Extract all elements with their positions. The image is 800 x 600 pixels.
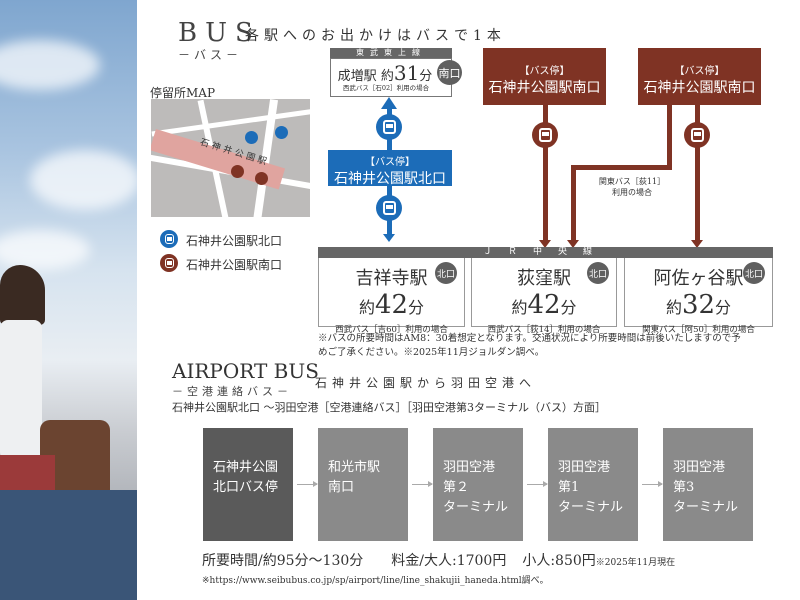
narimasu-station: 成増駅 [337, 69, 377, 84]
jr-station-box: 阿佐ヶ谷駅 約32分 関東バス［阿50］利用の場合 [624, 258, 773, 335]
narimasu-note: 西武バス［石02］利用の場合 [342, 84, 430, 92]
branch-line [667, 105, 672, 169]
duration: 所要時間/約95分～130分 [202, 553, 364, 569]
time-prefix: 約 [665, 298, 682, 317]
bus-subtitle: －バス－ [178, 48, 243, 62]
stop-map: 石神井公園駅 [151, 99, 310, 217]
stop-line: 第1 [558, 480, 580, 495]
airport-title: AIRPORT BUS [172, 359, 319, 383]
bus-title: BUS [178, 18, 261, 48]
stop-label: 【バス停】 [365, 157, 415, 168]
map-title: 停留所MAP [150, 86, 216, 100]
route-note: 西武バス［吉60］利用の場合 [335, 325, 448, 335]
stop-line: 羽田空港 [673, 460, 726, 475]
arrow-right-icon [642, 481, 663, 487]
time-unit: 分 [560, 298, 577, 317]
station-name: 吉祥寺駅 [355, 268, 428, 289]
arrow-right-icon [297, 481, 318, 487]
south-exit-stop-1: 【バス停】 石神井公園駅南口 [483, 48, 606, 105]
narimasu-box: 成増駅 約31分 西武バス［石02］利用の場合 [330, 58, 452, 97]
south-exit-badge: 南口 [437, 60, 462, 85]
arrow-right-icon [527, 481, 548, 487]
bus-icon [376, 114, 402, 140]
stop-line: 和光市駅 [328, 460, 381, 475]
north-exit-badge: 北口 [587, 262, 609, 284]
arrow-right-icon [412, 481, 433, 487]
airport-route: 石神井公園駅北口 ～羽田空港［空港連絡バス］［羽田空港第3ターミナル（バス）方面… [172, 401, 606, 414]
tobu-tojo-line-header: 東武東上線 [330, 48, 452, 58]
bus-icon [532, 122, 558, 148]
north-exit-badge: 北口 [743, 262, 765, 284]
jr-chuo-line-header: ＪＲ中央線 [318, 247, 773, 258]
airport-subtitle: －空港連絡バス－ [172, 385, 292, 398]
north-exit-stop: 【バス停】 石神井公園駅北口 [328, 150, 452, 187]
stop-line: 羽田空港 [443, 460, 496, 475]
stop-label: 【バス停】 [674, 66, 725, 77]
airport-stop: 羽田空港第3 ターミナル [663, 428, 753, 541]
bus-time-note: ※バスの所要時間はAM8：30着想定となります。交通状況により所要時間は前後いた… [318, 332, 741, 360]
south-exit-bus-icon [160, 254, 178, 272]
station-name: 荻窪駅 [517, 268, 571, 289]
branch-note-line2: 利用の場合 [612, 188, 652, 197]
route-note: 関東バス［阿50］利用の場合 [642, 325, 755, 335]
time-prefix: 約 [380, 69, 394, 84]
north-exit-badge: 北口 [435, 262, 457, 284]
stop-name: 石神井公園駅南口 [488, 80, 601, 96]
stop-line: 第3 [673, 480, 695, 495]
airport-stop: 石神井公園北口バス停 [203, 428, 293, 541]
note-line1: ※バスの所要時間はAM8：30着想定となります。交通状況により所要時間は前後いた… [318, 333, 741, 344]
stop-line: 第２ [443, 480, 470, 495]
airport-tagline: 石神井公園駅から羽田空港へ [315, 376, 537, 390]
stop-line: 羽田空港 [558, 460, 611, 475]
bus-tagline: 各駅へのお出かけはバスで1本 [245, 28, 506, 44]
airport-stop: 和光市駅南口 [318, 428, 408, 541]
route-note: 西武バス［荻14］利用の場合 [487, 325, 601, 335]
south-route-line [543, 105, 548, 241]
time-unit: 分 [419, 69, 433, 84]
narimasu-time: 31 [393, 61, 420, 85]
time-prefix: 約 [511, 298, 528, 317]
stop-line: 南口 [328, 480, 355, 495]
jr-station-box: 吉祥寺駅 約42分 西武バス［吉60］利用の場合 [318, 258, 465, 335]
branch-note: 関東バス［荻11］ 利用の場合 [592, 176, 672, 198]
stop-line: ターミナル [558, 500, 624, 515]
travel-time: 32 [681, 290, 716, 320]
airport-fare-line: 所要時間/約95分～130分 料金/大人:1700円小人:850円※2025年11… [202, 550, 675, 570]
stop-line: 北口バス停 [213, 480, 279, 495]
arrow-down-icon [383, 234, 395, 242]
bus-icon [684, 122, 710, 148]
time-prefix: 約 [358, 298, 375, 317]
travel-time: 42 [527, 290, 561, 320]
jr-station-box: 荻窪駅 約42分 西武バス［荻14］利用の場合 [471, 258, 617, 335]
airport-stop: 羽田空港第２ ターミナル [433, 428, 523, 541]
stop-line: ターミナル [443, 500, 509, 515]
stop-label: 【バス停】 [519, 66, 570, 77]
station-name: 阿佐ヶ谷駅 [653, 268, 744, 289]
south-route-line [695, 105, 700, 241]
stop-line: 石神井公園 [213, 460, 279, 475]
bus-icon [376, 195, 402, 221]
legend-north: 石神井公園駅北口 [186, 234, 283, 248]
stop-name: 石神井公園駅北口 [334, 171, 446, 187]
north-exit-bus-icon [160, 230, 178, 248]
note-line2: めご了承ください。※2025年11月ジョルダン調べ。 [318, 347, 545, 358]
airport-stop: 羽田空港第1 ターミナル [548, 428, 638, 541]
fare-child: 小人:850円 [522, 553, 596, 569]
stop-name: 石神井公園駅南口 [643, 80, 756, 96]
fare-adult: 料金/大人:1700円 [391, 553, 507, 569]
branch-note-line1: 関東バス［荻11］ [598, 177, 666, 186]
stop-line: ターミナル [673, 500, 739, 515]
photo-woman-traveler [0, 0, 137, 600]
travel-time: 42 [374, 290, 409, 320]
time-unit: 分 [408, 298, 425, 317]
legend-south: 石神井公園駅南口 [186, 258, 283, 272]
time-unit: 分 [715, 298, 732, 317]
arrow-up-icon [381, 97, 397, 109]
south-exit-stop-2: 【バス停】 石神井公園駅南口 [638, 48, 761, 105]
source-url: ※https://www.seibubus.co.jp/sp/airport/l… [202, 576, 549, 586]
as-of: ※2025年11月現在 [595, 558, 676, 568]
